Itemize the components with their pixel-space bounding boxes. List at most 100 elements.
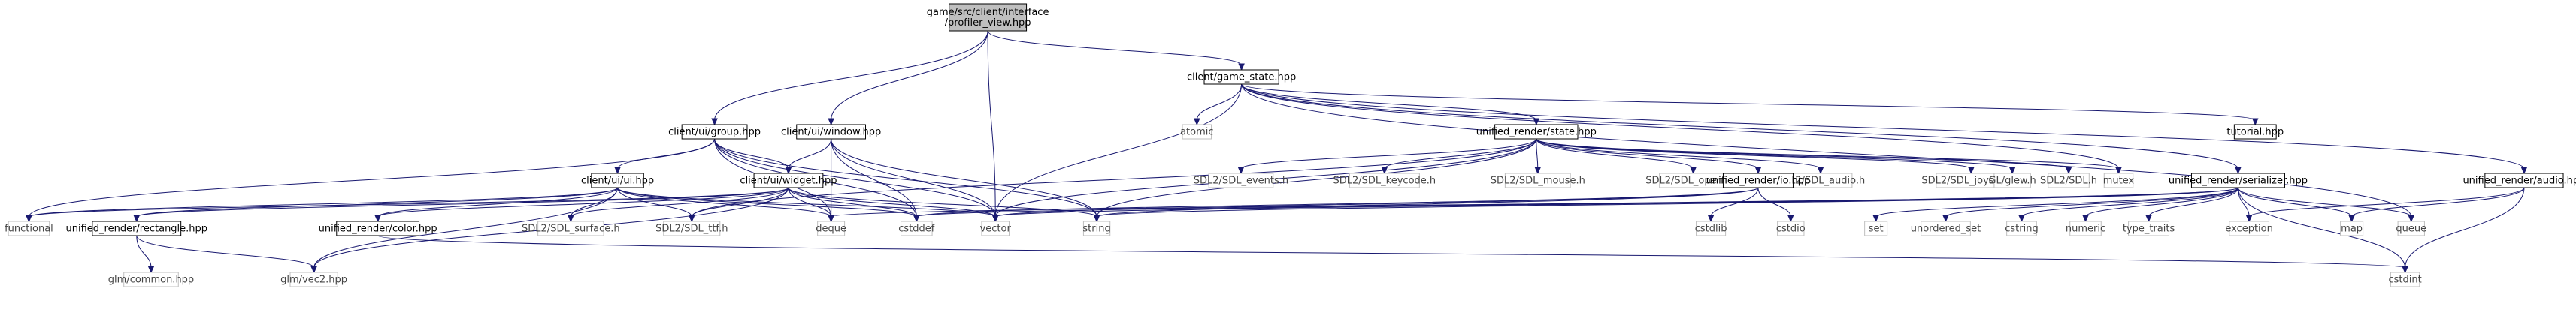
edge-state-to-sdl_mouse — [1536, 138, 1539, 170]
node-glm_vec2: glm/vec2.hpp — [280, 272, 347, 287]
node-color[interactable]: unified_render/color.hpp — [319, 221, 437, 236]
edge-game_state-to-queue — [1241, 83, 2412, 218]
node-box-serializer — [2190, 173, 2285, 188]
node-box-game_state — [1203, 69, 1279, 85]
arrowhead-state-to-sdl_audio — [1817, 167, 1824, 175]
node-serializer[interactable]: unified_render/serializer.hpp — [2169, 173, 2308, 188]
node-box-functional — [8, 221, 50, 236]
node-box-cstdio — [1777, 221, 1805, 236]
node-type_traits: type_traits — [2123, 221, 2175, 236]
edge-audio-to-exception — [2248, 187, 2525, 218]
node-box-numeric — [2069, 221, 2102, 236]
edge-widget-to-sdl_surface — [570, 187, 789, 218]
node-audio[interactable]: unified_render/audio.hpp — [2462, 173, 2576, 188]
arrowhead-game_state-to-serializer — [2235, 167, 2242, 175]
edge-rectangle-to-glm_vec2 — [136, 235, 315, 269]
arrowhead-serializer-to-vector — [991, 215, 999, 223]
node-label-glm_common: glm/common.hpp — [108, 275, 194, 286]
edge-game_state-to-atomic — [1196, 83, 1243, 121]
node-label-root: game/src/client/interface — [927, 7, 1049, 18]
node-box-rectangle — [92, 221, 182, 236]
edge-game_state-to-state — [1241, 83, 1537, 121]
node-label-cstdio: cstdio — [1776, 224, 1806, 235]
node-rectangle[interactable]: unified_render/rectangle.hpp — [66, 221, 208, 236]
node-label-glm_vec2: glm/vec2.hpp — [280, 275, 347, 286]
node-label-game_state: client/game_state.hpp — [1187, 72, 1296, 83]
node-label-map: map — [2341, 224, 2363, 235]
edge-serializer-to-cstddef — [916, 187, 2238, 218]
node-box-io — [1722, 173, 1794, 188]
arrowhead-state-to-io — [1754, 167, 1762, 175]
graph-nodes: game/src/client/interface/profiler_view.… — [5, 3, 2576, 287]
node-label-root: /profiler_view.hpp — [945, 17, 1031, 29]
edge-io-to-cstddef — [916, 187, 1759, 218]
edge-serializer-to-unordered_set — [1945, 187, 2238, 218]
edge-root-to-vector — [987, 30, 996, 218]
edge-widget-to-color — [377, 187, 789, 218]
node-sdl_h: SDL2/SDL.h — [2040, 173, 2097, 188]
node-label-numeric: numeric — [2066, 224, 2105, 235]
arrowhead-serializer-to-numeric — [2082, 215, 2089, 223]
node-group[interactable]: client/ui/group.hpp — [668, 124, 761, 140]
node-tutorial[interactable]: tutorial.hpp — [2226, 124, 2284, 140]
node-label-cstdint: cstdint — [2389, 275, 2422, 286]
arrowhead-io-to-cstdio — [1787, 215, 1794, 223]
edge-ui-to-color — [377, 187, 619, 218]
arrowhead-widget-to-functional — [26, 215, 32, 223]
node-label-sdl_keycode: SDL2/SDL_keycode.h — [1333, 176, 1436, 187]
edge-serializer-to-set — [1875, 187, 2238, 218]
edge-color-to-cstdint — [377, 235, 2406, 269]
node-cstdlib: cstdlib — [1695, 221, 1727, 236]
node-state[interactable]: unified_render/state.hpp — [1476, 124, 1597, 140]
edge-io-to-cstdlib — [1710, 187, 1759, 218]
node-sdl_ttf: SDL2/SDL_ttf.h — [655, 221, 728, 236]
node-sdl_mouse: SDL2/SDL_mouse.h — [1491, 173, 1585, 188]
edge-root-to-window — [831, 30, 988, 121]
arrowhead-serializer-to-deque — [828, 215, 834, 223]
node-box-vector — [981, 221, 1010, 236]
edge-ui-to-sdl_ttf — [617, 187, 692, 218]
edge-state-to-io — [1536, 138, 1759, 170]
node-box-widget — [753, 173, 824, 188]
arrowhead-state-to-sdl_events — [1237, 167, 1245, 175]
node-label-state: unified_render/state.hpp — [1476, 127, 1597, 138]
node-label-sdl_audio: SDL2/SDL_audio.h — [1776, 176, 1865, 187]
node-box-glew — [1993, 173, 2031, 188]
edge-ui-to-rectangle — [136, 187, 619, 218]
node-box-exception — [2229, 221, 2269, 236]
edge-root-to-game_state — [987, 30, 1243, 66]
edge-group-to-functional — [28, 138, 716, 218]
node-cstdio: cstdio — [1776, 221, 1806, 236]
node-label-glew: GL/glew.h — [1988, 176, 2036, 187]
node-label-type_traits: type_traits — [2123, 224, 2175, 235]
node-box-cstdint — [2390, 272, 2420, 287]
node-label-set: set — [1869, 224, 1884, 235]
edge-state-to-sdl_audio — [1536, 138, 1821, 170]
edge-widget-to-deque — [788, 187, 832, 218]
arrowhead-serializer-to-queue — [2408, 215, 2415, 223]
node-window[interactable]: client/ui/window.hpp — [781, 124, 881, 140]
node-set: set — [1864, 221, 1888, 236]
node-label-atomic: atomic — [1180, 127, 1213, 138]
node-box-ui — [591, 173, 644, 188]
graph-edges — [26, 30, 2528, 274]
edge-serializer-to-vector — [994, 187, 2238, 218]
node-vector: vector — [980, 221, 1011, 236]
edge-ui-to-vector — [617, 187, 996, 218]
node-io[interactable]: unified_render/io.hpp — [1706, 173, 1811, 188]
node-box-sdl_keycode — [1349, 173, 1420, 188]
arrowhead-group-to-ui — [614, 167, 621, 175]
node-box-cstdlib — [1696, 221, 1727, 236]
node-box-string — [1082, 221, 1111, 236]
arrowhead-root-to-window — [828, 118, 834, 126]
edge-widget-to-sdl_ttf — [691, 187, 789, 218]
node-game_state[interactable]: client/game_state.hpp — [1187, 69, 1296, 85]
node-widget[interactable]: client/ui/widget.hpp — [740, 173, 837, 188]
node-root[interactable]: game/src/client/interface/profiler_view.… — [927, 3, 1049, 32]
node-label-window: client/ui/window.hpp — [781, 127, 881, 138]
edge-game_state-to-tutorial — [1241, 83, 2256, 121]
node-label-sdl_events: SDL2/SDL_events.h — [1194, 176, 1288, 187]
node-label-io: unified_render/io.hpp — [1706, 176, 1811, 187]
node-ui[interactable]: client/ui/ui.hpp — [581, 173, 654, 188]
